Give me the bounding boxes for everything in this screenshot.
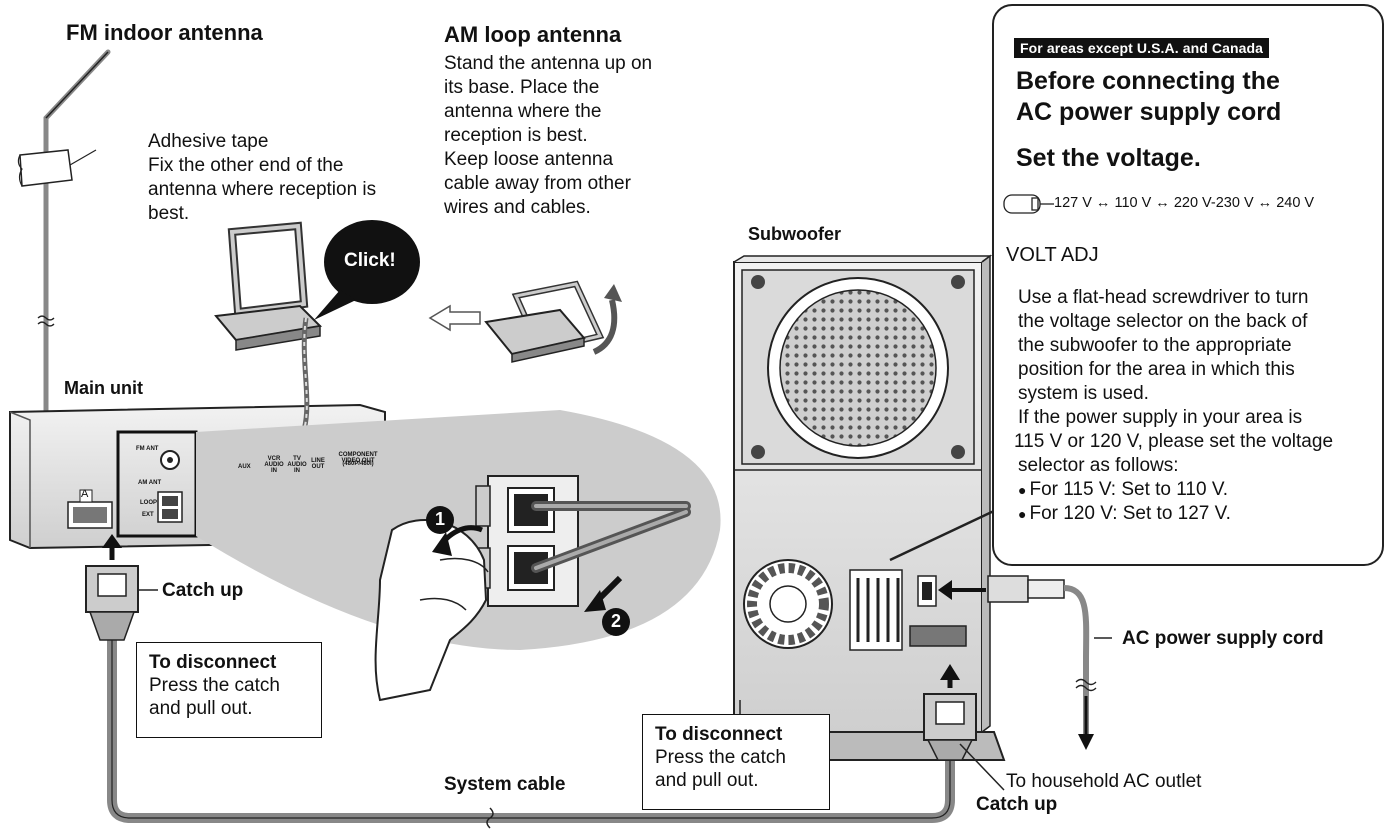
step-1-label: 1 [434,509,445,529]
am-antenna-folding-icon [484,280,622,363]
volt-adj-label: VOLT ADJ [1006,244,1099,266]
ac-cord-label: AC power supply cord [1122,628,1324,649]
ac-plug-icon [987,575,1065,603]
jack-component-format: (480P/480I) [342,461,374,467]
panel-heading: Before connecting the AC power supply co… [1016,67,1282,126]
tape-leader-line [69,149,97,166]
subwoofer-vent-icon [743,559,833,649]
click-callout [314,220,420,320]
tape-label: Adhesive tape [148,131,269,152]
adhesive-tape-icon [17,149,73,187]
disconnect-right-heading: To disconnect [655,724,783,745]
region-tag: For areas except U.S.A. and Canada [1014,38,1270,58]
catch-up-left-label: Catch up [162,580,244,601]
am-antenna-title: AM loop antenna [444,22,622,47]
voltage-sequence: 127 V ↔ 110 V ↔ 220 V-230 V ↔ 240 V [1054,195,1315,211]
jack-tv-audio-in: TV AUDIO IN [287,456,307,474]
panel-pointer [889,508,997,562]
jack-ext: EXT [142,512,154,518]
click-label: Click! [344,250,396,271]
disconnect-right-box: To disconnect Press the catch and pull o… [642,714,830,810]
am-antenna-description: Stand the antenna up on its base. Place … [444,53,653,218]
bullet-115v: For 115 V: Set to 110 V. [1018,478,1380,502]
am-loop-antenna-icon [214,221,323,351]
jack-am-ant: AM ANT [138,480,162,486]
jack-loop: LOOP [140,500,158,506]
jack-vcr-audio-in: VCR AUDIO IN [264,456,284,474]
disconnect-left-heading: To disconnect [149,652,277,673]
terminal-a-label: A [81,488,89,500]
step-2-label: 2 [610,611,621,631]
left-arrow-icon [428,304,481,332]
ac-cord-wire [1063,585,1090,740]
speaker-wire-icon [531,501,691,573]
subwoofer-label: Subwoofer [748,224,841,244]
voltage-panel: For areas except U.S.A. and Canada Befor… [992,4,1384,566]
catch-up-right-label: Catch up [976,794,1058,815]
voltage-selector-icon [1003,194,1054,214]
step-1-marker [426,506,454,534]
subwoofer-body [710,254,1006,761]
ac-outlet-label: To household AC outlet [1006,771,1202,792]
jack-component-video-out: COMPONENT VIDEO OUT [338,452,378,464]
jack-line-out: LINE OUT [311,458,325,470]
break-mark-icon [37,315,55,327]
main-unit-label: Main unit [64,378,143,398]
fm-antenna-title: FM indoor antenna [66,20,263,45]
system-cable-label: System cable [444,774,566,795]
bullet-120v: For 120 V: Set to 127 V. [1018,502,1380,526]
jack-fm-ant: FM ANT [136,446,159,452]
disconnect-left-box: To disconnect Press the catch and pull o… [136,642,322,738]
hand-icon [374,519,489,702]
tape-note: Fix the other end of the antenna where r… [148,155,377,224]
speaker-terminal-icon [475,475,579,607]
panel-body: Use a flat-head screwdriver to turn the … [1014,286,1380,526]
step-2-marker [602,608,630,636]
panel-subheading: Set the voltage. [1016,144,1201,172]
speaker-terminals-block [849,569,967,651]
jack-aux: AUX [238,464,251,470]
left-plug-icon [85,565,139,641]
